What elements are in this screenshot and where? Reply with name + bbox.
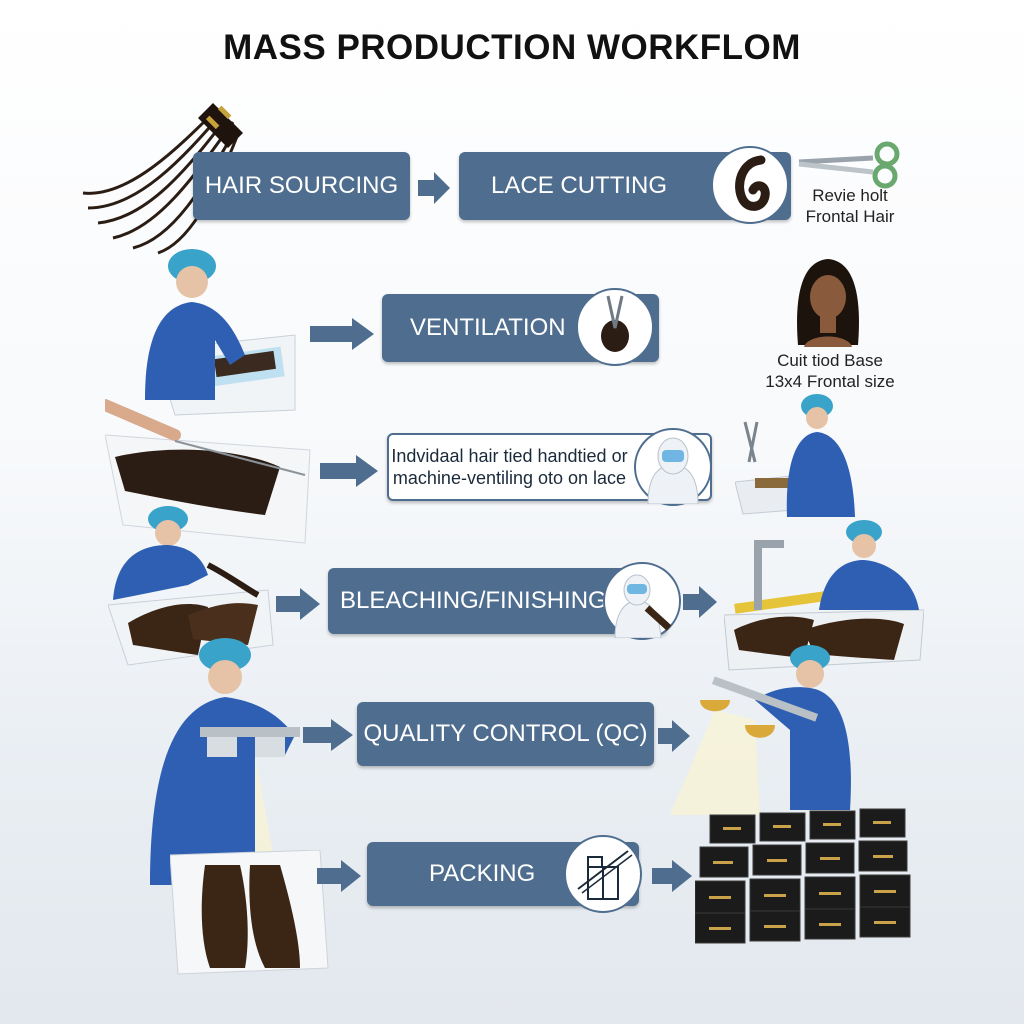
protective-suit-icon: [603, 562, 681, 640]
hair-wefts-tray: [170, 850, 330, 975]
scissors-caption-line1: Revie holt: [812, 186, 888, 205]
box-icon: [564, 835, 642, 913]
model-portrait: [788, 255, 868, 347]
worker-cutting-illustration: [735, 392, 870, 517]
worker-ventilation-illustration: [135, 240, 300, 420]
arrow-right-icon: [308, 314, 376, 354]
worker-bleaching-illustration: [108, 505, 278, 670]
model-caption-line2: 13x4 Frontal size: [765, 372, 895, 391]
arrow-right-icon: [414, 168, 454, 208]
page-title: MASS PRODUCTION WORKFLOM: [223, 28, 801, 67]
arrow-right-icon: [318, 451, 380, 491]
arrow-right-icon: [315, 856, 363, 896]
step-ventilating-line1: Indvidaal hair tied handtied or: [391, 446, 628, 466]
arrow-right-icon: [656, 716, 694, 756]
lamp-icon: [700, 700, 775, 738]
protective-suit-icon: [634, 428, 712, 506]
model-caption-line1: Cuit tiod Base: [777, 351, 883, 370]
worker-inspection-illustration: [660, 640, 860, 830]
tweezers-icon: [576, 288, 654, 366]
model-caption: Cuit tiod Base 13x4 Frontal size: [740, 350, 920, 392]
arrow-right-icon: [650, 856, 694, 896]
step-bleaching-label: BLEACHING/FINISHING: [340, 587, 607, 614]
scissors-caption: Revie holt Frontal Hair: [790, 185, 910, 227]
scissors-caption-line2: Frontal Hair: [805, 207, 895, 226]
step-ventilating-line2: machine-ventiling oto on lace: [392, 468, 627, 488]
step-ventilation-label: VENTILATION: [410, 314, 566, 341]
worker-qc-illustration: [145, 635, 310, 890]
hair-curl-icon: [711, 146, 789, 224]
packed-boxes-illustration: [695, 805, 930, 945]
step-packing-label: PACKING: [429, 860, 536, 887]
step-hair-sourcing-label: HAIR SOURCING: [204, 172, 399, 199]
step-qc-label: QUALITY CONTROL (QC): [363, 720, 648, 747]
step-lace-cutting-label: LACE CUTTING: [491, 172, 668, 199]
arrow-right-icon: [681, 582, 721, 622]
step-quality-control: QUALITY CONTROL (QC): [357, 702, 654, 766]
step-hair-sourcing: HAIR SOURCING: [193, 152, 410, 220]
arrow-right-icon: [301, 715, 355, 755]
arrow-right-icon: [274, 584, 322, 624]
worker-finishing-illustration: [724, 520, 924, 678]
scissors-icon: [795, 140, 905, 190]
